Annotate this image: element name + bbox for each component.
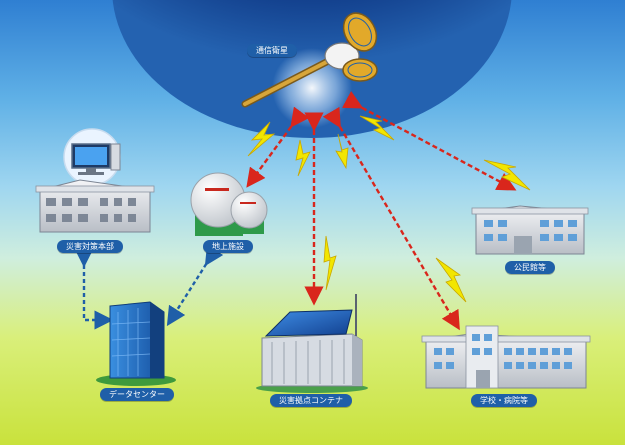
lightning-bolt-icon (323, 235, 337, 291)
lightning-bolt-icon (483, 159, 531, 191)
lightning-bolt-icon (359, 115, 395, 141)
ground-link-ground-datacenter (166, 244, 224, 327)
ground-station-icon (190, 172, 268, 236)
disaster-container-icon (256, 294, 368, 393)
lightning-bolt-icon (295, 139, 311, 177)
satellite-link-school (322, 106, 460, 331)
label-container: 災害拠点コンテナ (270, 394, 352, 407)
school-hospital-icon (421, 325, 591, 389)
hq-building-icon (35, 128, 155, 233)
label-hq: 災害対策本部 (57, 240, 123, 253)
satellite-link-office (342, 91, 517, 191)
lightning-bolt-icon (335, 133, 349, 170)
community-center-icon (471, 205, 589, 255)
label-datacenter: データセンター (100, 388, 174, 401)
satellite-icon (241, 12, 378, 108)
lightning-bolt-icon (247, 121, 276, 157)
label-school: 学校・病院等 (471, 394, 537, 407)
label-office: 公民館等 (505, 261, 555, 274)
lightning-bolt-icon (435, 257, 467, 303)
label-ground: 地上施設 (203, 240, 253, 253)
satellite-link-ground (246, 106, 310, 188)
ground-link-hq-datacenter (74, 248, 114, 330)
data-center-icon (96, 301, 176, 386)
label-satellite: 通信衛星 (247, 44, 297, 57)
